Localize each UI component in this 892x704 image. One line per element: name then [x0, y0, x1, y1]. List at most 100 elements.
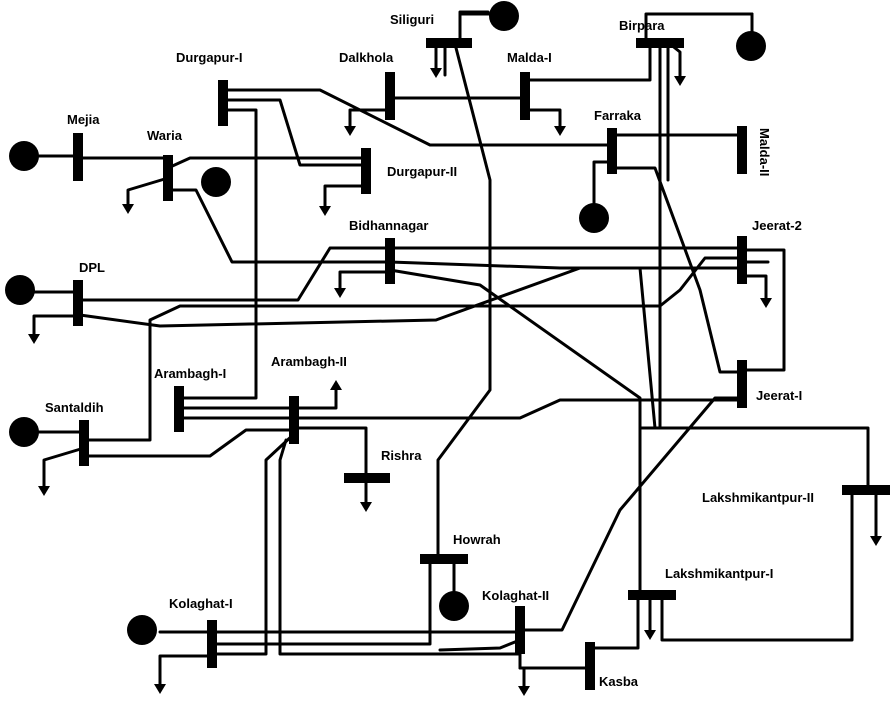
bus-durgapur-ii	[361, 148, 371, 194]
label-birpara: Birpara	[619, 18, 665, 33]
label-bidhannagar: Bidhannagar	[349, 218, 428, 233]
bus-jeerat-2	[737, 236, 747, 284]
loads	[28, 42, 882, 696]
bus-malda-i	[520, 72, 530, 120]
load-arrow-icon	[154, 654, 214, 694]
ac-generator-icon	[439, 591, 469, 621]
load-arrow-icon	[344, 108, 392, 136]
ac-generator-icon	[127, 615, 157, 645]
line-waria-bidhannagar	[166, 188, 392, 264]
bus-bidhannagar	[385, 238, 395, 284]
label-farraka: Farraka	[594, 108, 642, 123]
line-dpl-jeerat-2	[78, 246, 744, 302]
line-siliguri-howrah	[436, 42, 492, 560]
label-arambagh-i: Arambagh-I	[154, 366, 226, 381]
load-arrow-icon	[668, 42, 686, 86]
bus-jeerat-i	[737, 360, 747, 408]
ac-generator-icon	[489, 1, 519, 31]
bus-kasba	[585, 642, 595, 690]
label-waria: Waria	[147, 128, 183, 143]
bus-mejia	[73, 133, 83, 181]
load-arrow-icon	[740, 274, 772, 308]
load-arrow-icon	[430, 42, 442, 78]
bus-rishra	[344, 473, 390, 483]
line-jeerat-i-kolaghat-ii	[518, 396, 744, 632]
load-arrow-icon	[334, 270, 392, 298]
line-jeerat-2-santaldih	[82, 256, 744, 442]
line-kolaghat-ii-link	[438, 638, 522, 652]
ac-generator-icon	[579, 203, 609, 233]
bus-birpara	[636, 38, 684, 48]
label-siliguri: Siliguri	[390, 12, 434, 27]
line-lakshmikantpur-i-ii	[660, 488, 854, 642]
bus-malda-ii	[737, 126, 747, 174]
bus-howrah	[420, 554, 468, 564]
line-farraka-jeerat-i	[610, 166, 744, 374]
bus-labels: Siliguri Birpara Durgapur-I Dalkhola Mal…	[45, 12, 814, 689]
line-waria-durgapur-ii	[166, 156, 368, 170]
line-durgapur-i-down	[178, 108, 258, 400]
bus-kolaghat-ii	[515, 606, 525, 654]
transmission-lines	[32, 10, 870, 670]
label-jeerat-2: Jeerat-2	[752, 218, 802, 233]
line-durgapur-i-durgapur-ii	[222, 98, 368, 167]
line-kolaghat-ii-load	[518, 648, 592, 670]
bus-dalkhola	[385, 72, 395, 120]
label-rishra: Rishra	[381, 448, 422, 463]
label-howrah: Howrah	[453, 532, 501, 547]
ac-generator-icon	[9, 417, 39, 447]
label-jeerat-i: Jeerat-I	[756, 388, 802, 403]
line-kolaghat-i-howrah	[210, 558, 432, 646]
bus-kolaghat-i	[207, 620, 217, 668]
load-arrow-icon	[122, 176, 170, 214]
label-arambagh-ii: Arambagh-II	[271, 354, 347, 369]
load-arrow-icon	[28, 314, 80, 344]
load-arrow-icon	[518, 666, 530, 696]
label-lakshmikantpur-ii: Lakshmikantpur-II	[702, 490, 814, 505]
line-lakshmikantpur-i-kasba	[588, 596, 640, 650]
label-santaldih: Santaldih	[45, 400, 104, 415]
load-arrow-icon	[319, 184, 368, 216]
load-arrow-icon	[360, 476, 372, 512]
bus-santaldih	[79, 420, 89, 466]
buses	[73, 38, 890, 690]
line-durgapur-farraka	[222, 88, 614, 147]
line-arambagh-ii-rishra	[292, 426, 368, 478]
bus-arambagh-i	[174, 386, 184, 432]
line-jeerat-2-jeerat-i	[740, 248, 786, 372]
ac-generator-icon	[9, 141, 39, 171]
ac-generator-icon	[736, 31, 766, 61]
bus-durgapur-i	[218, 80, 228, 126]
ac-generator-icon	[5, 275, 35, 305]
load-arrow-icon	[292, 380, 342, 410]
label-dpl: DPL	[79, 260, 105, 275]
bus-waria	[163, 155, 173, 201]
label-kolaghat-ii: Kolaghat-II	[482, 588, 549, 603]
bus-lakshmikantpur-ii	[842, 485, 890, 495]
bus-lakshmikantpur-i	[628, 590, 676, 600]
label-malda-ii: Malda-II	[757, 128, 772, 176]
load-arrow-icon	[870, 490, 882, 546]
line-bidhannagar-jeerat-2	[388, 260, 870, 490]
label-mejia: Mejia	[67, 112, 100, 127]
label-dalkhola: Dalkhola	[339, 50, 394, 65]
line-arambagh-ii-kolaghat-ii	[278, 438, 522, 656]
label-lakshmikantpur-i: Lakshmikantpur-I	[665, 566, 773, 581]
bus-arambagh-ii	[289, 396, 299, 444]
line-arambagh-i-east	[178, 398, 744, 420]
bus-farraka	[607, 128, 617, 174]
line-dpl-jeerat-lower	[78, 266, 744, 328]
label-kolaghat-i: Kolaghat-I	[169, 596, 233, 611]
load-arrow-icon	[523, 108, 566, 136]
label-kasba: Kasba	[599, 674, 639, 689]
load-arrow-icon	[644, 596, 656, 640]
line-siliguri-birpara	[458, 10, 490, 44]
line-farraka-gen	[592, 160, 614, 208]
label-durgapur-ii: Durgapur-II	[387, 164, 457, 179]
load-arrow-icon	[38, 446, 86, 496]
bus-dpl	[73, 280, 83, 326]
line-arambagh-ii-kolaghat-i	[210, 432, 296, 656]
label-malda-i: Malda-I	[507, 50, 552, 65]
bus-siliguri	[426, 38, 472, 48]
